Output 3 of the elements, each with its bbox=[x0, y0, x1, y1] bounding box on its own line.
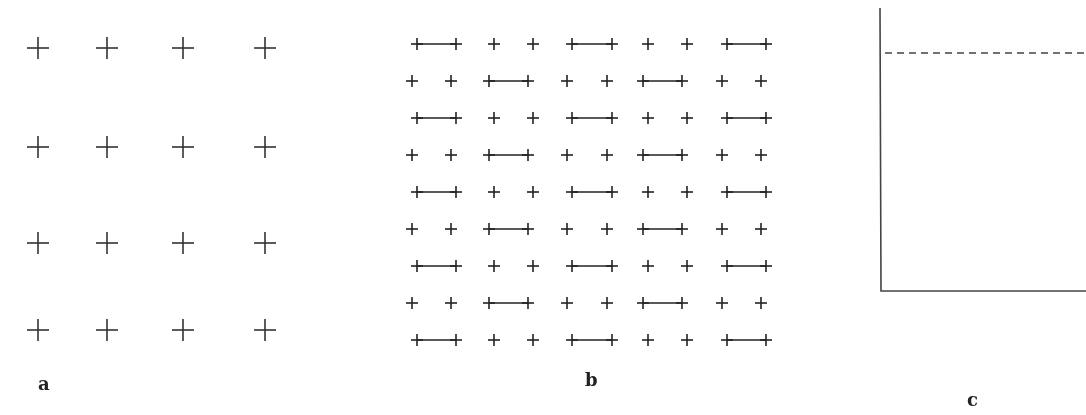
panel-label: b bbox=[585, 370, 598, 390]
panel-label: a bbox=[38, 374, 50, 394]
panel-label: c bbox=[967, 390, 978, 410]
